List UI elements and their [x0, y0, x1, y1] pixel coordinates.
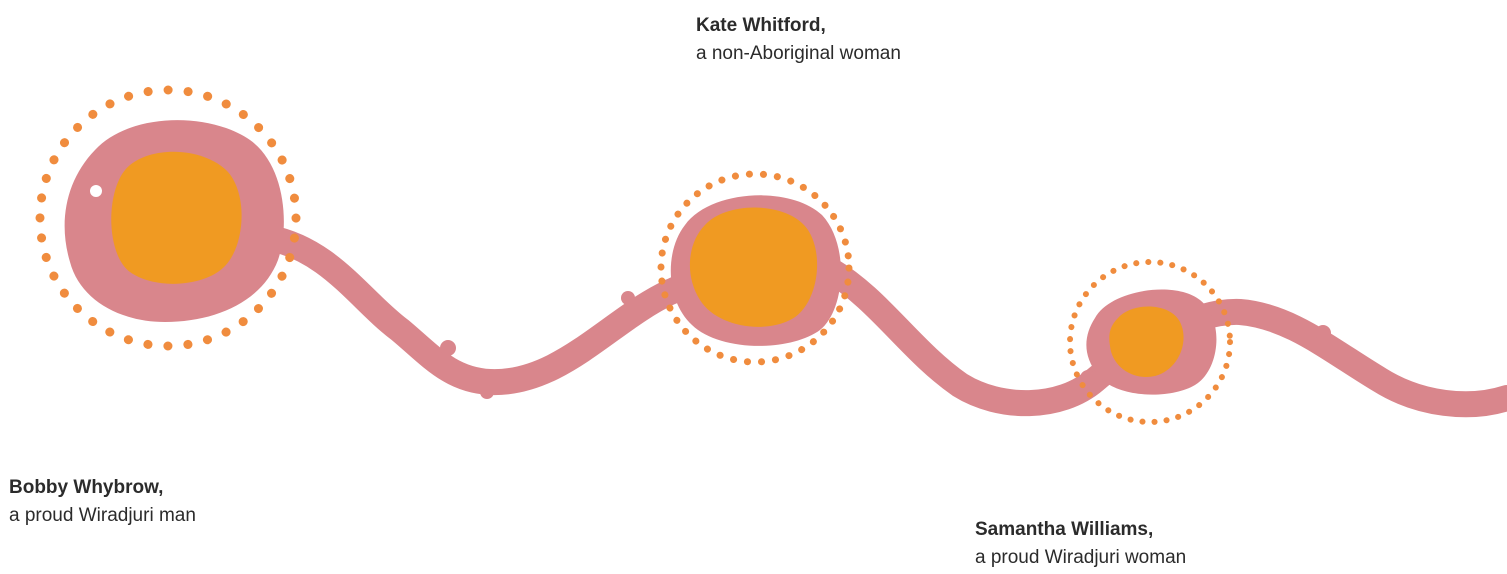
river-path [270, 238, 1507, 404]
person-description: a proud Wiradjuri woman [975, 544, 1186, 572]
person-label-samantha: Samantha Williams, a proud Wiradjuri wom… [975, 516, 1186, 572]
orange-core [690, 208, 817, 327]
person-description: a non-Aboriginal woman [696, 40, 901, 68]
person-name: Kate Whitford, [696, 12, 901, 40]
person-description: a proud Wiradjuri man [9, 502, 196, 530]
person-label-bobby: Bobby Whybrow, a proud Wiradjuri man [9, 474, 196, 530]
person-name: Bobby Whybrow, [9, 474, 196, 502]
node-bobby [40, 90, 296, 346]
person-name: Samantha Williams, [975, 516, 1186, 544]
node-samantha [1070, 262, 1230, 422]
node-kate [661, 174, 849, 362]
person-label-kate: Kate Whitford, a non-Aboriginal woman [696, 12, 901, 68]
white-dot [90, 185, 102, 197]
orange-core [111, 152, 241, 284]
